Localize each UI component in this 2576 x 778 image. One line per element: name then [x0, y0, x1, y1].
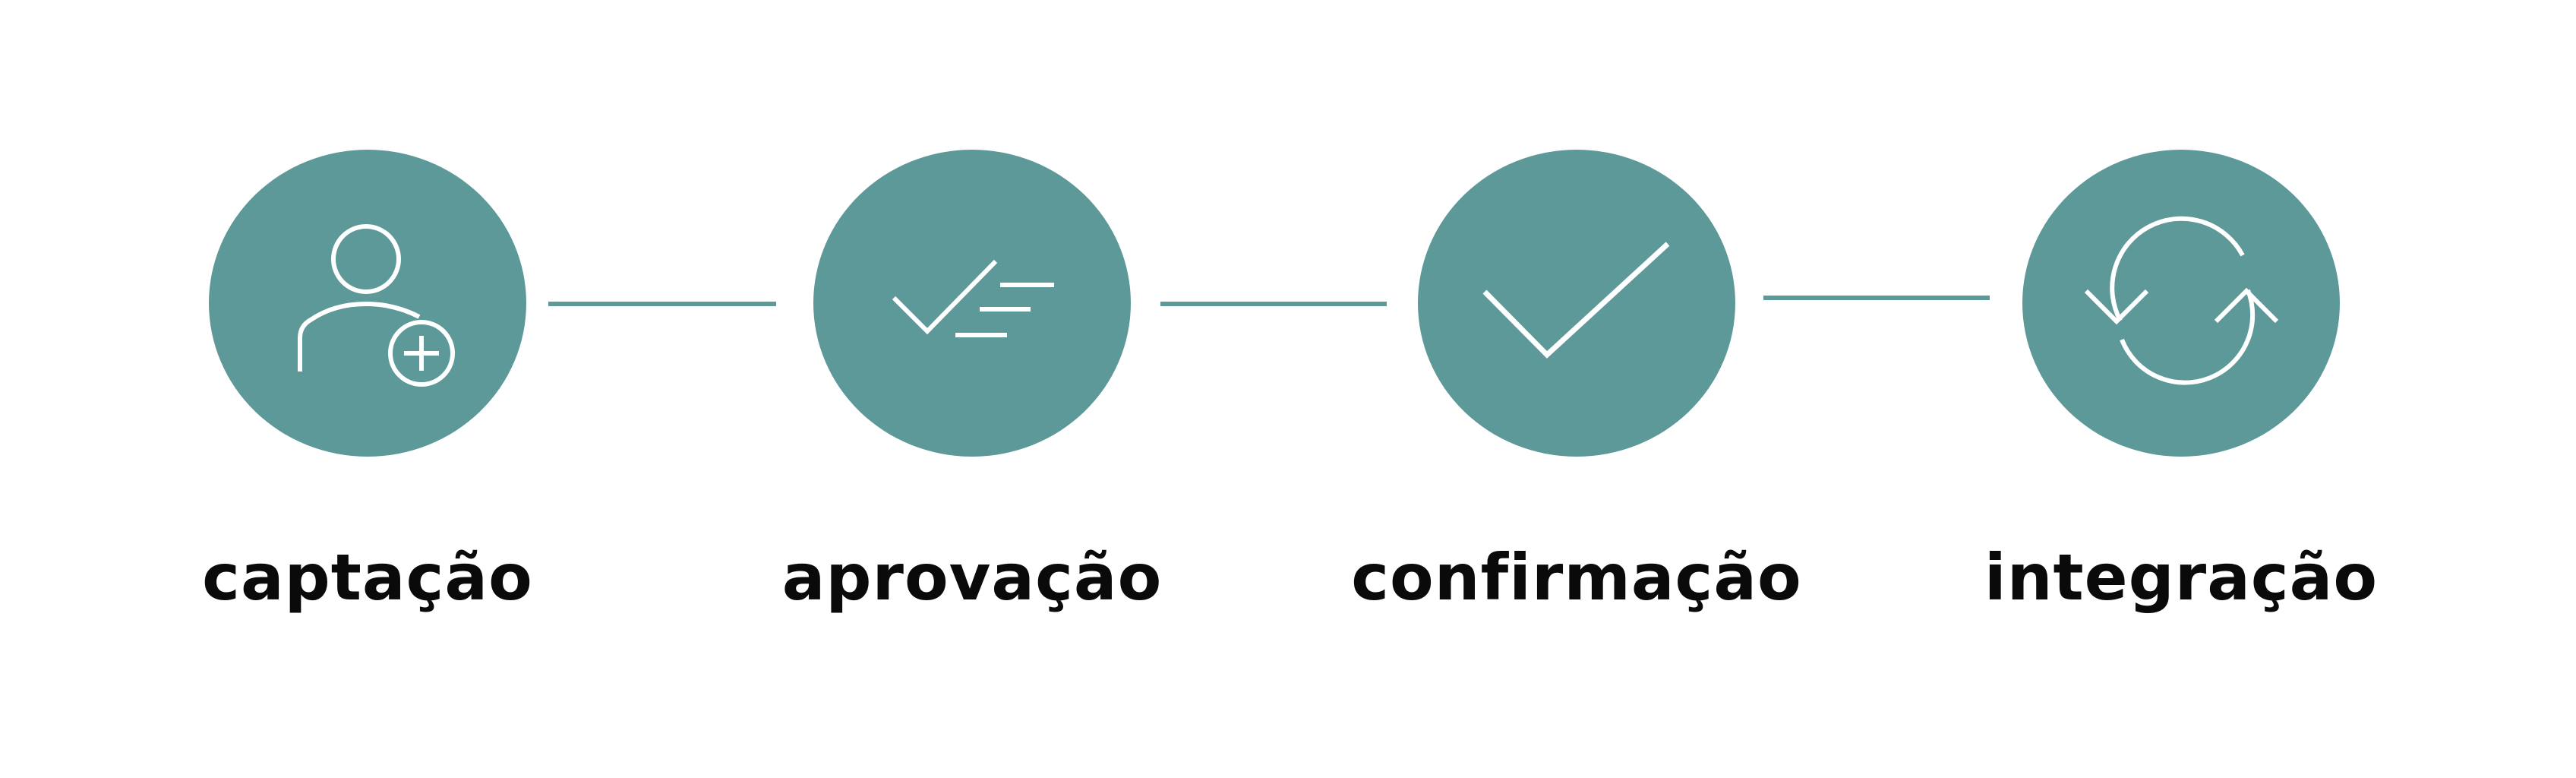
step-label-confirmacao: confirmação: [1351, 540, 1802, 615]
step-circle-integracao: [2022, 150, 2340, 457]
checkmark-icon: [1482, 242, 1670, 359]
step-label-integracao: integração: [1984, 540, 2379, 615]
step-circle-confirmacao: [1418, 150, 1735, 457]
user-add-icon: [298, 224, 455, 387]
connector-line: [1160, 302, 1387, 306]
connector-line: [548, 302, 776, 306]
step-label-aprovacao: aprovação: [781, 540, 1163, 615]
sync-arrows-icon: [2084, 216, 2279, 385]
step-circle-aprovacao: [813, 150, 1131, 457]
connector-line: [1763, 296, 1990, 300]
step-circle-captacao: [209, 150, 526, 457]
checklist-icon: [892, 259, 1054, 337]
step-label-captacao: captação: [202, 540, 533, 615]
